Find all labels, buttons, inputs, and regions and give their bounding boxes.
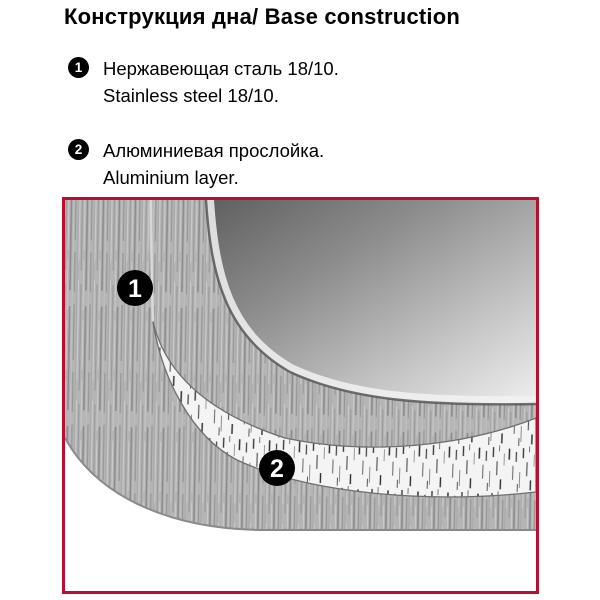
diagram-badge-1: 1	[117, 270, 153, 306]
legend-item-aluminium-layer: 2 Алюминиевая прослойка. Aluminium layer…	[68, 137, 324, 191]
legend-2-line-ru: Алюминиевая прослойка.	[103, 140, 325, 161]
inner-rim-edge-line	[204, 200, 536, 406]
diagram-badge-2: 2	[259, 450, 295, 486]
legend-text-stainless-steel: Нержавеющая сталь 18/10. Stainless steel…	[103, 55, 339, 109]
legend-1-line-en: Stainless steel 18/10.	[103, 85, 279, 106]
aluminium-layer-shape	[152, 321, 536, 498]
diagram-badge-2-circle	[259, 450, 295, 486]
diagram-badge-2-number: 2	[270, 455, 284, 483]
outer-base-edge-line	[65, 437, 536, 531]
legend-badge-2: 2	[68, 139, 89, 160]
legend-1-line-ru: Нержавеющая сталь 18/10.	[103, 58, 339, 79]
diagram-badge-1-circle	[117, 270, 153, 306]
pan-base-cross-section: 1 2	[65, 200, 536, 591]
legend-2-line-en: Aluminium layer.	[103, 167, 239, 188]
legend-item-stainless-steel: 1 Нержавеющая сталь 18/10. Stainless ste…	[68, 55, 339, 109]
wall-seam-line	[149, 200, 155, 322]
base-construction-diagram: 1 2	[62, 197, 539, 594]
pan-interior-surface	[206, 200, 536, 405]
page-title: Конструкция дна/ Base construction	[64, 4, 461, 29]
legend-text-aluminium-layer: Алюминиевая прослойка. Aluminium layer.	[103, 137, 324, 191]
legend-badge-1: 1	[68, 57, 89, 78]
diagram-badge-1-number: 1	[128, 275, 142, 303]
